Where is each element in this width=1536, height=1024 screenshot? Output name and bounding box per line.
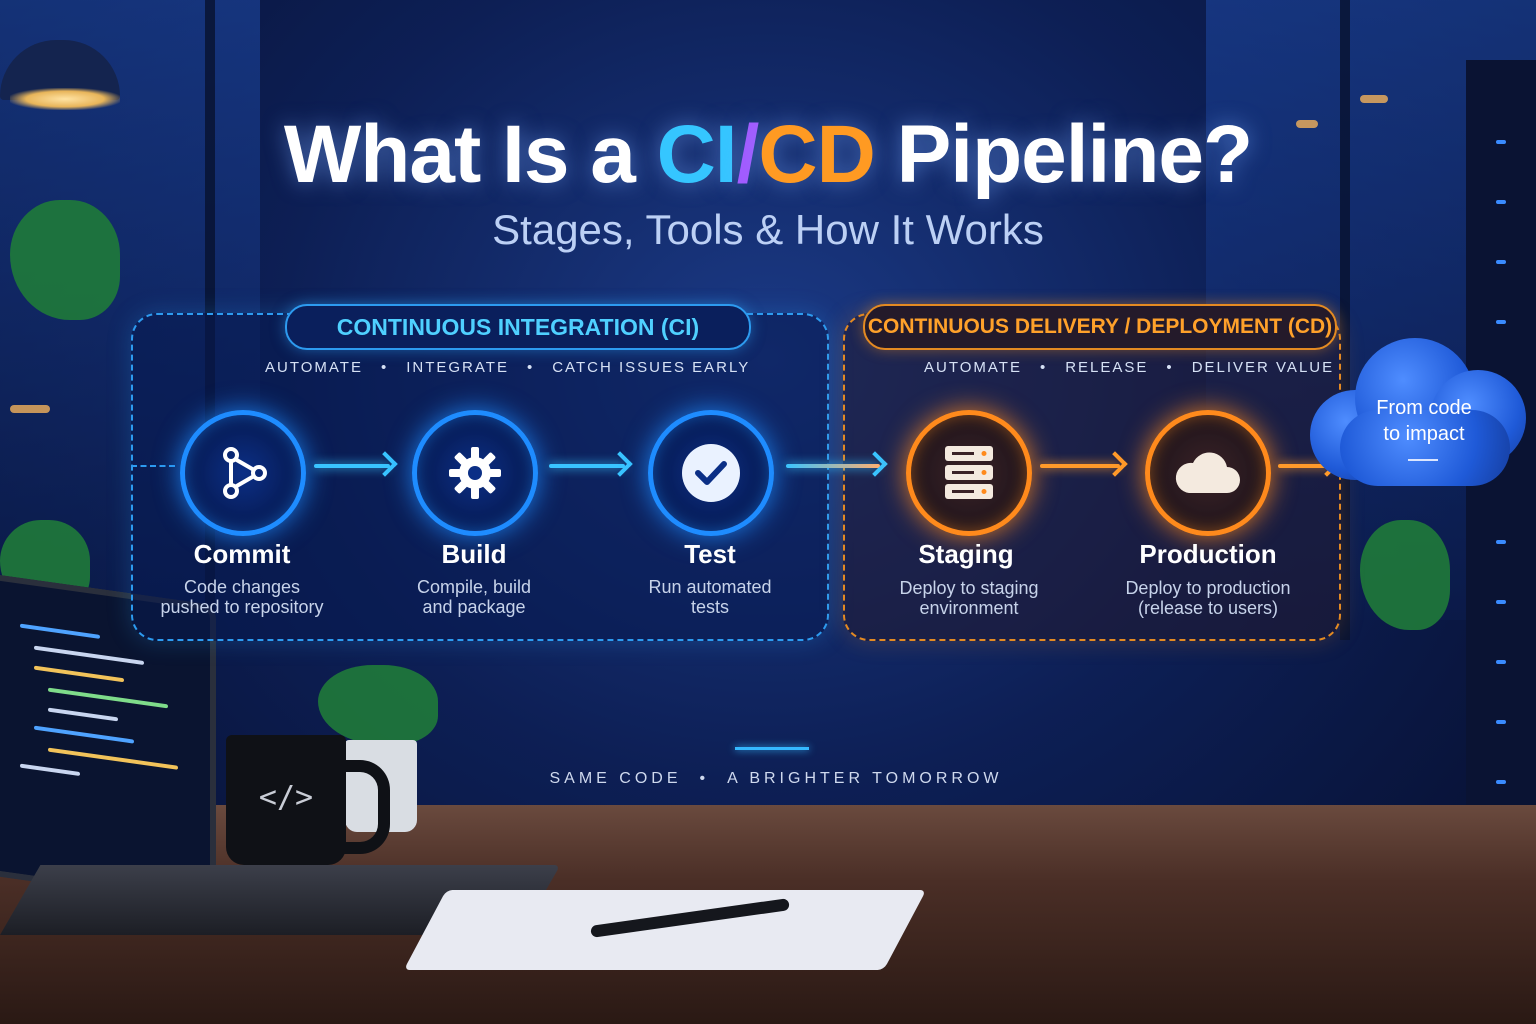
title-slash: / (736, 109, 760, 200)
production-stage-circle (1145, 410, 1271, 536)
commit-stage-circle (180, 410, 306, 536)
plant (318, 665, 438, 745)
title-cd: CD (758, 109, 875, 200)
stage-label-build: Build (441, 539, 507, 569)
test-stage-circle (648, 410, 774, 536)
code-brackets-icon: </> (258, 780, 314, 815)
stage-desc-commit: Code changes pushed to repository (160, 577, 324, 617)
stage-desc-build: Compile, build and package (416, 577, 532, 617)
cloud-icon (1175, 452, 1240, 493)
tagline-separator: • (380, 359, 389, 376)
mug-handle (332, 760, 390, 854)
cloud-icon (1310, 330, 1530, 490)
ci-tagline: AUTOMATE (265, 359, 363, 376)
server-stack-icon (945, 446, 993, 499)
footer-right: A BRIGHTER TOMORROW (727, 770, 1003, 787)
stage-label-test: Test (684, 539, 736, 569)
bokeh-light (10, 405, 50, 413)
git-branch-icon (223, 447, 267, 499)
ci-tagline: INTEGRATE (406, 359, 509, 376)
bokeh-light (1360, 95, 1388, 103)
stage-label-commit: Commit (193, 539, 291, 569)
footer-left: SAME CODE (549, 770, 682, 787)
flow-arrow (549, 464, 625, 468)
footer-accent-bar (735, 747, 809, 750)
window-frame (1340, 0, 1350, 640)
cd-tagline: RELEASE (1065, 359, 1149, 376)
pipeline-lead-line (131, 465, 175, 467)
gear-icon (449, 447, 501, 499)
plant (1360, 520, 1450, 630)
notebook (403, 890, 927, 970)
page-title: What Is a CI/CD Pipeline? (0, 108, 1536, 202)
destination-text: From code to impact (1376, 397, 1472, 445)
staging-stage-circle (906, 410, 1032, 536)
stage-desc-staging: Deploy to staging environment (899, 578, 1039, 618)
ci-tagline: CATCH ISSUES EARLY (552, 359, 751, 376)
ci-taglines: AUTOMATE • INTEGRATE • CATCH ISSUES EARLY (265, 359, 750, 376)
stage-desc-production: Deploy to production (release to users) (1125, 578, 1291, 618)
title-text-end: Pipeline? (874, 109, 1254, 200)
subtitle: Stages, Tools & How It Works (492, 206, 1044, 253)
destination-dash (1408, 459, 1438, 461)
footer-tagline: SAME CODE • A BRIGHTER TOMORROW (0, 770, 1536, 788)
flow-arrow (786, 464, 880, 468)
coffee-mug (226, 735, 346, 865)
stage-label-staging: Staging (918, 539, 1014, 569)
lamp-glow (10, 88, 120, 110)
bokeh-light (1296, 120, 1318, 128)
cd-section-label: CONTINUOUS DELIVERY / DEPLOYMENT (CD) (863, 304, 1337, 350)
tagline-separator: • (1166, 359, 1174, 376)
flow-arrow (1040, 464, 1120, 468)
build-stage-circle (412, 410, 538, 536)
title-text: What Is a (283, 109, 657, 200)
cd-tagline: DELIVER VALUE (1191, 359, 1335, 376)
title-ci: CI (656, 109, 738, 200)
cd-taglines: AUTOMATE • RELEASE • DELIVER VALUE (924, 359, 1334, 376)
footer-separator: • (699, 770, 710, 787)
tagline-separator: • (1039, 359, 1048, 376)
ci-section-label: CONTINUOUS INTEGRATION (CI) (285, 304, 751, 350)
flow-arrow (1278, 464, 1332, 468)
cd-tagline: AUTOMATE (924, 359, 1022, 376)
check-circle-icon (682, 444, 740, 502)
plant (10, 200, 120, 320)
stage-label-production: Production (1139, 539, 1277, 569)
flow-arrow (314, 464, 390, 468)
stage-desc-test: Run automated tests (648, 577, 772, 617)
tagline-separator: • (526, 359, 535, 376)
